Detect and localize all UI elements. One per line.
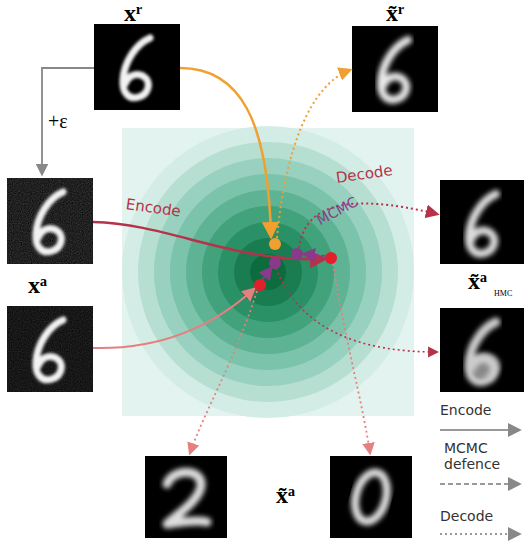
mcmc-arrow <box>262 268 271 280</box>
decode-arrow <box>276 268 437 352</box>
digit-stroke <box>123 38 150 98</box>
image-ground <box>145 456 227 538</box>
legend-sample-line <box>440 429 519 431</box>
image-ground <box>440 308 524 392</box>
legend-text: MCMC defence <box>444 440 518 472</box>
image-symbol: x̃ᵃ <box>276 482 295 508</box>
image-symbol: x̃ᵃ <box>468 268 487 294</box>
noise-symbol: +ε <box>48 110 68 132</box>
arrow-label: Decode <box>335 162 394 186</box>
image-noise <box>7 306 93 392</box>
latent-point <box>269 238 281 250</box>
legend-text: Decode <box>440 508 526 524</box>
digit-stroke <box>36 320 63 380</box>
legend-sample-line <box>440 483 519 485</box>
mcmc-arrow <box>304 254 325 256</box>
encode-arrow <box>93 222 324 259</box>
contour-ring <box>234 238 302 306</box>
latent-point <box>254 279 266 291</box>
encode-arrow <box>180 68 271 236</box>
image-symbol: xᵃ <box>28 272 47 298</box>
encode-arrow <box>93 289 254 348</box>
subscript: HMC <box>494 290 512 299</box>
image-ground <box>440 180 524 264</box>
digit-stroke <box>469 322 496 382</box>
image-symbol: x̃ʳ <box>386 0 404 26</box>
latent-point <box>325 252 337 264</box>
digit-image <box>94 24 180 110</box>
image-ground <box>352 26 438 112</box>
image-noise <box>7 178 93 264</box>
latent-point <box>269 257 281 269</box>
digit-stroke <box>36 192 63 252</box>
digit-image <box>7 306 93 392</box>
arrow-label: Encode <box>125 196 182 220</box>
legend-sample-line <box>440 533 519 535</box>
digit-stroke <box>381 40 408 100</box>
digit-image <box>145 456 227 538</box>
digit-stroke <box>350 469 392 525</box>
digit-image <box>330 456 412 538</box>
image-ground <box>330 456 412 538</box>
image-ground <box>7 306 93 392</box>
arrow-label: MCMC <box>314 194 360 228</box>
image-ground <box>7 178 93 264</box>
latent-point <box>291 248 303 260</box>
contour-ring <box>122 126 414 418</box>
digit-stroke <box>167 472 207 524</box>
digit-image <box>352 26 438 112</box>
decode-arrow <box>333 264 370 453</box>
decode-arrow <box>190 291 257 453</box>
legend-text: Encode <box>440 402 526 418</box>
contour-ring <box>202 206 334 338</box>
digit-image <box>440 308 524 392</box>
image-ground <box>94 24 180 110</box>
contour-ring <box>250 254 286 290</box>
noise-arrow <box>42 68 94 174</box>
contour-ring <box>170 174 366 370</box>
prior-contours <box>122 126 414 418</box>
digit-image <box>440 180 524 264</box>
image-symbol: xʳ <box>124 0 142 26</box>
digit-image <box>7 178 93 264</box>
digit-stroke <box>469 194 496 254</box>
